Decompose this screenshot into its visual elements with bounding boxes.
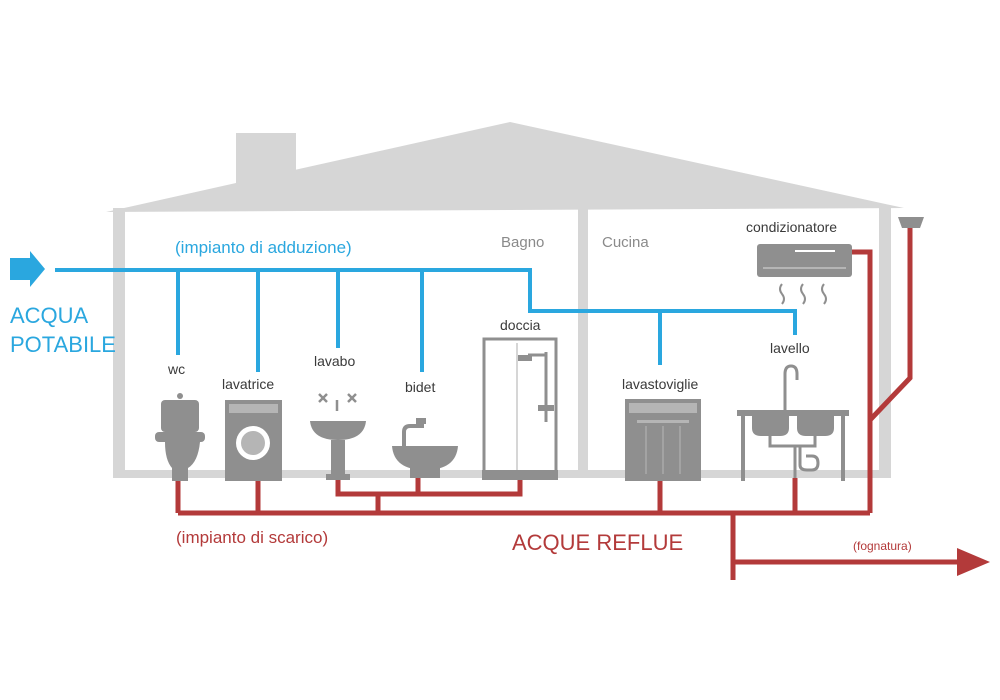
condizionatore-icon <box>757 244 852 305</box>
house-wall-right <box>879 208 891 478</box>
waste-title: ACQUE REFLUE <box>512 530 683 555</box>
supply-inlet-arrow-icon <box>10 251 45 287</box>
fixture-label-lavastoviglie: lavastoviglie <box>622 376 698 392</box>
supply-title-line1: ACQUA <box>10 303 89 328</box>
fixture-label-lavatrice: lavatrice <box>222 376 274 392</box>
sewer-label: (fognatura) <box>853 539 912 553</box>
fixture-label-lavello: lavello <box>770 340 810 356</box>
lavabo-icon <box>310 393 366 480</box>
room-label-kitchen: Cucina <box>602 234 649 251</box>
roof <box>106 122 904 212</box>
room-label-bathroom: Bagno <box>501 234 544 251</box>
supply-system-label: (impianto di adduzione) <box>175 238 352 257</box>
lavello-icon <box>737 364 849 481</box>
room-divider <box>578 208 588 478</box>
supply-pipes <box>55 268 797 372</box>
fixture-label-bidet: bidet <box>405 379 435 395</box>
lavatrice-icon <box>225 400 282 481</box>
supply-title-line2: POTABILE <box>10 332 116 357</box>
fixture-label-doccia: doccia <box>500 317 541 333</box>
waste-pipes <box>175 226 958 580</box>
lavastoviglie-icon <box>625 399 701 481</box>
fixture-label-lavabo: lavabo <box>314 353 355 369</box>
sewer-outlet-arrow-icon <box>957 548 990 576</box>
bidet-icon <box>392 418 458 478</box>
house-wall-left <box>113 208 125 478</box>
waste-system-label: (impianto di scarico) <box>176 528 328 547</box>
wc-icon <box>155 393 205 481</box>
waste-bathroom-collector <box>335 478 523 497</box>
doccia-icon <box>482 337 558 480</box>
ac-condensate-pipe <box>852 249 873 420</box>
fixture-label-wc: wc <box>167 361 185 377</box>
roof-vent-icon <box>898 217 924 228</box>
waste-stack <box>867 226 913 513</box>
supply-main-pipe <box>55 268 797 335</box>
fixture-label-condizionatore: condizionatore <box>746 219 837 235</box>
